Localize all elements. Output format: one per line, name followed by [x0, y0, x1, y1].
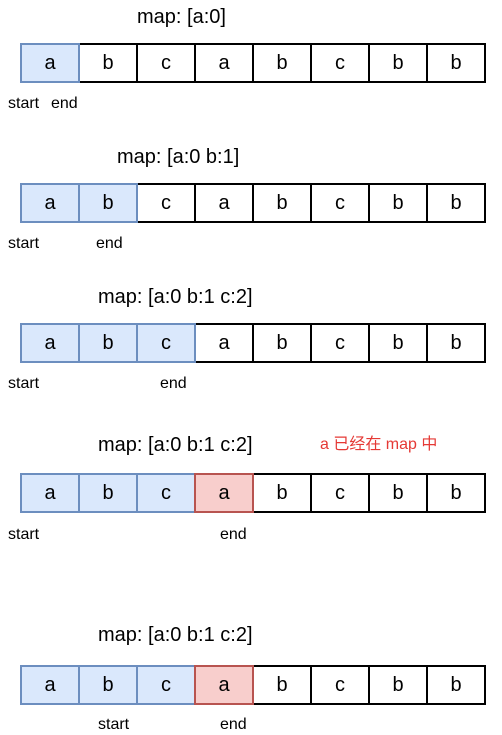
array-cell-1: b [78, 323, 138, 363]
map-state-label: map: [a:0 b:1 c:2] [98, 434, 253, 456]
duplicate-note: a 已经在 map 中 [320, 436, 438, 453]
array-cell-5: c [310, 183, 370, 223]
array-cell-6: b [368, 473, 428, 513]
end-pointer-label: end [160, 375, 187, 392]
array-cell-4: b [252, 665, 312, 705]
array-cell-5: c [310, 43, 370, 83]
array-cell-0: a [20, 323, 80, 363]
end-pointer-label: end [220, 716, 247, 733]
array-cell-2: c [136, 665, 196, 705]
array-cell-7: b [426, 665, 486, 705]
step-3: map: [a:0 b:1 c:2] a b c a b c b b start… [0, 280, 502, 400]
step-2: map: [a:0 b:1] a b c a b c b b start end [0, 140, 502, 260]
string-array: a b c a b c b b [20, 665, 486, 705]
array-cell-3-duplicate: a [194, 665, 254, 705]
start-pointer-label: start [8, 235, 40, 252]
array-cell-0: a [20, 665, 80, 705]
array-cell-7: b [426, 43, 486, 83]
array-cell-5: c [310, 473, 370, 513]
step-1: map: [a:0] a b c a b c b b start end [0, 0, 502, 120]
array-cell-2: c [136, 183, 196, 223]
array-cell-2: c [136, 43, 196, 83]
array-cell-3-duplicate: a [194, 473, 254, 513]
step-4: map: [a:0 b:1 c:2] a 已经在 map 中 a b c a b… [0, 430, 502, 550]
start-pointer-label: start [8, 526, 40, 543]
array-cell-6: b [368, 665, 428, 705]
array-cell-4: b [252, 323, 312, 363]
string-array: a b c a b c b b [20, 323, 486, 363]
array-cell-5: c [310, 665, 370, 705]
array-cell-7: b [426, 473, 486, 513]
array-cell-6: b [368, 323, 428, 363]
end-pointer-label: end [220, 526, 247, 543]
array-cell-4: b [252, 473, 312, 513]
string-array: a b c a b c b b [20, 183, 486, 223]
map-state-label: map: [a:0] [137, 6, 226, 28]
string-array: a b c a b c b b [20, 473, 486, 513]
array-cell-2: c [136, 323, 196, 363]
array-cell-7: b [426, 183, 486, 223]
end-pointer-label: end [96, 235, 123, 252]
string-array: a b c a b c b b [20, 43, 486, 83]
array-cell-1: b [78, 665, 138, 705]
array-cell-7: b [426, 323, 486, 363]
map-state-label: map: [a:0 b:1 c:2] [98, 286, 253, 308]
step-5: map: [a:0 b:1 c:2] a b c a b c b b start… [0, 615, 502, 735]
array-cell-3: a [194, 43, 254, 83]
map-state-label: map: [a:0 b:1 c:2] [98, 624, 253, 646]
array-cell-0: a [20, 43, 80, 83]
array-cell-3: a [194, 183, 254, 223]
array-cell-1: b [78, 183, 138, 223]
array-cell-1: b [78, 473, 138, 513]
array-cell-1: b [78, 43, 138, 83]
array-cell-4: b [252, 43, 312, 83]
array-cell-0: a [20, 183, 80, 223]
start-pointer-label: start [8, 95, 40, 112]
start-pointer-label: start [8, 375, 40, 392]
end-pointer-label: end [51, 95, 78, 112]
array-cell-6: b [368, 183, 428, 223]
array-cell-5: c [310, 323, 370, 363]
array-cell-6: b [368, 43, 428, 83]
array-cell-0: a [20, 473, 80, 513]
array-cell-4: b [252, 183, 312, 223]
array-cell-3: a [194, 323, 254, 363]
start-pointer-label: start [98, 716, 130, 733]
map-state-label: map: [a:0 b:1] [117, 146, 240, 168]
array-cell-2: c [136, 473, 196, 513]
